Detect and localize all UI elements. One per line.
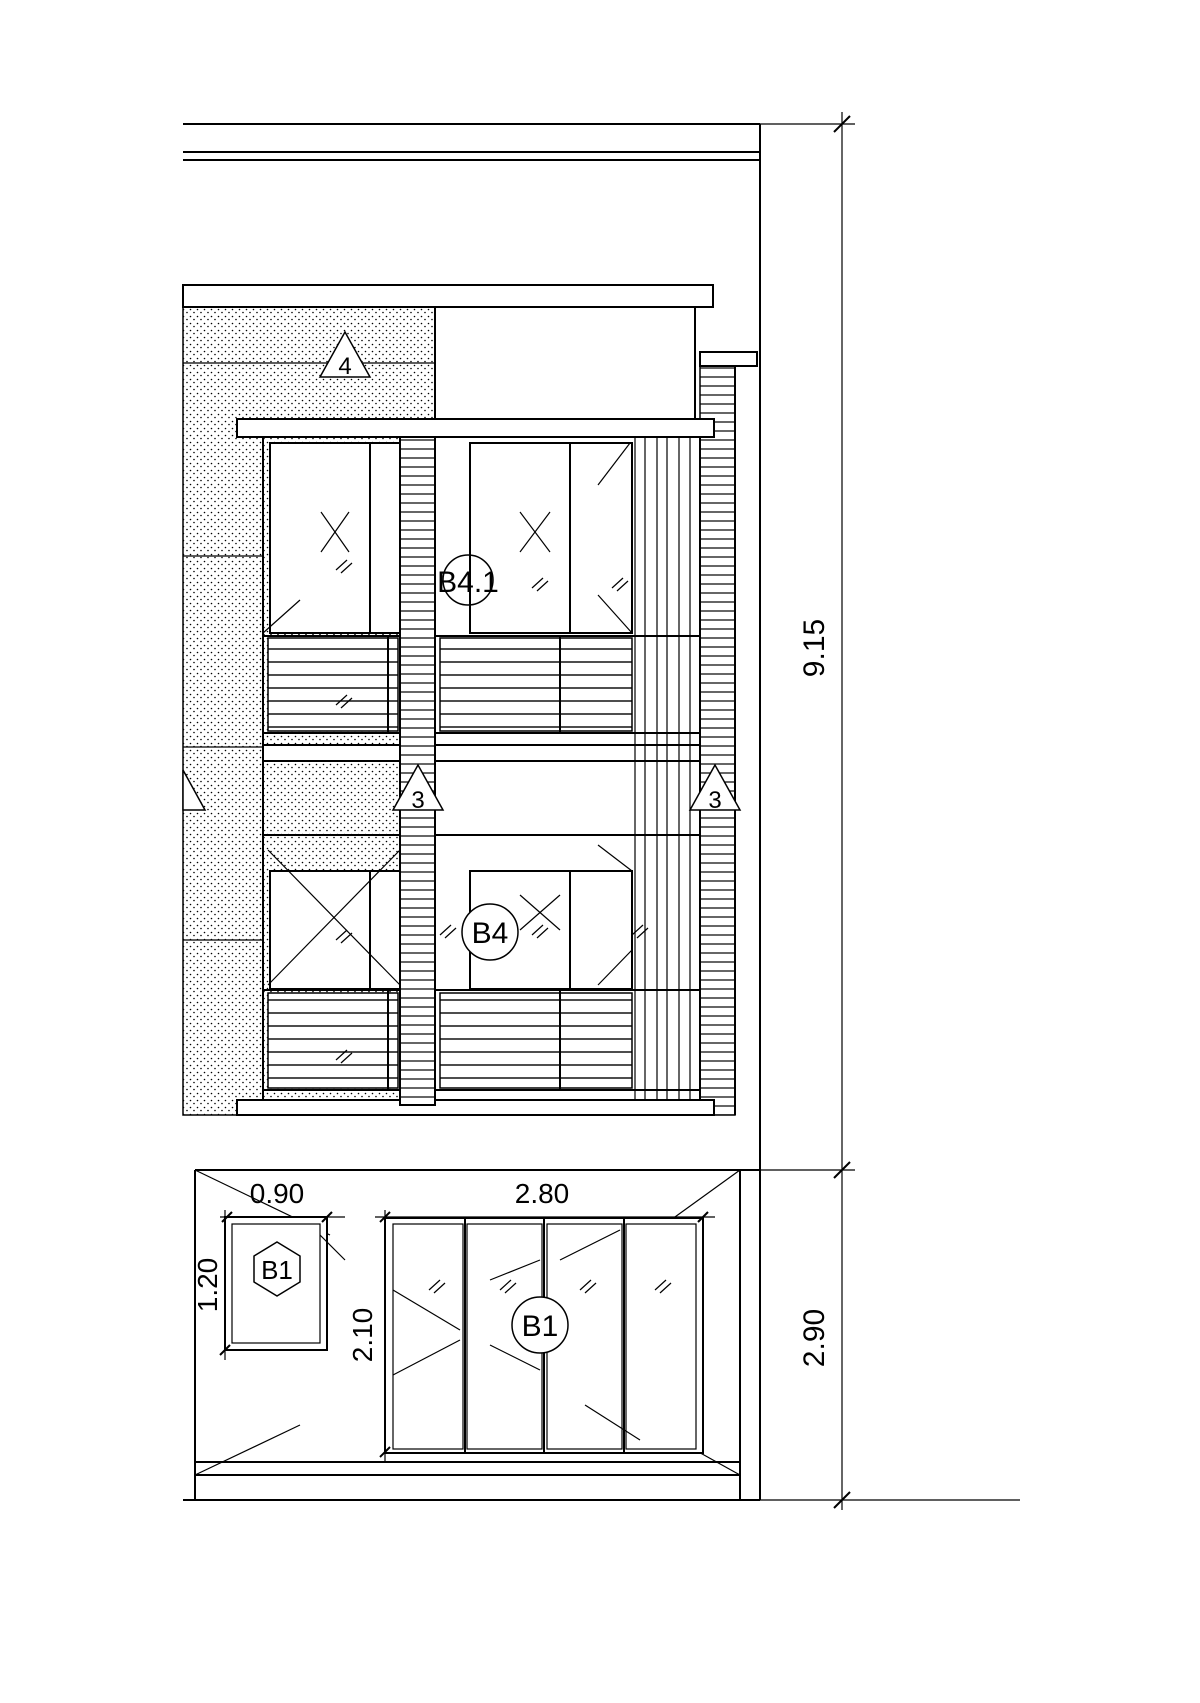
horizontal-dimension-lines [219,1210,715,1462]
material-tag-mid-right: 3 [688,763,742,814]
svg-text:4: 4 [338,353,351,380]
lower-window-left [267,849,401,990]
small-window-tag: B1 [253,1241,301,1297]
dimension-door-width: 2.80 [515,1178,570,1209]
svg-text:3: 3 [708,787,721,814]
svg-text:B1: B1 [261,1255,293,1285]
window-tag-upper: B4.1 [437,554,499,606]
svg-text:B4.1: B4.1 [437,566,499,599]
material-tag-mid-center: 3 [391,763,445,814]
small-window [224,1216,346,1351]
material-tag-left-partial [182,769,207,811]
dimension-window-height: 1.20 [192,1258,223,1313]
upper-window-left [262,442,401,634]
dimension-ground-height: 2.90 [798,1309,831,1367]
door-tag: B1 [511,1296,569,1354]
roof-parapet [183,123,761,1500]
window-tag-lower: B4 [461,903,519,961]
lower-railing [263,989,700,1091]
svg-text:3: 3 [411,787,424,814]
dimension-total-height: 9.15 [798,619,831,677]
svg-text:B1: B1 [522,1310,559,1343]
vertical-dimension-lines [760,112,1020,1510]
upper-railing [263,635,700,734]
svg-text:B4: B4 [472,917,509,950]
brick-strip [699,364,736,1116]
upper-window-right [469,442,633,634]
dimension-window-width: 0.90 [250,1178,305,1209]
material-tag-top: 4 [318,330,372,380]
dimension-door-height: 2.10 [347,1308,378,1363]
